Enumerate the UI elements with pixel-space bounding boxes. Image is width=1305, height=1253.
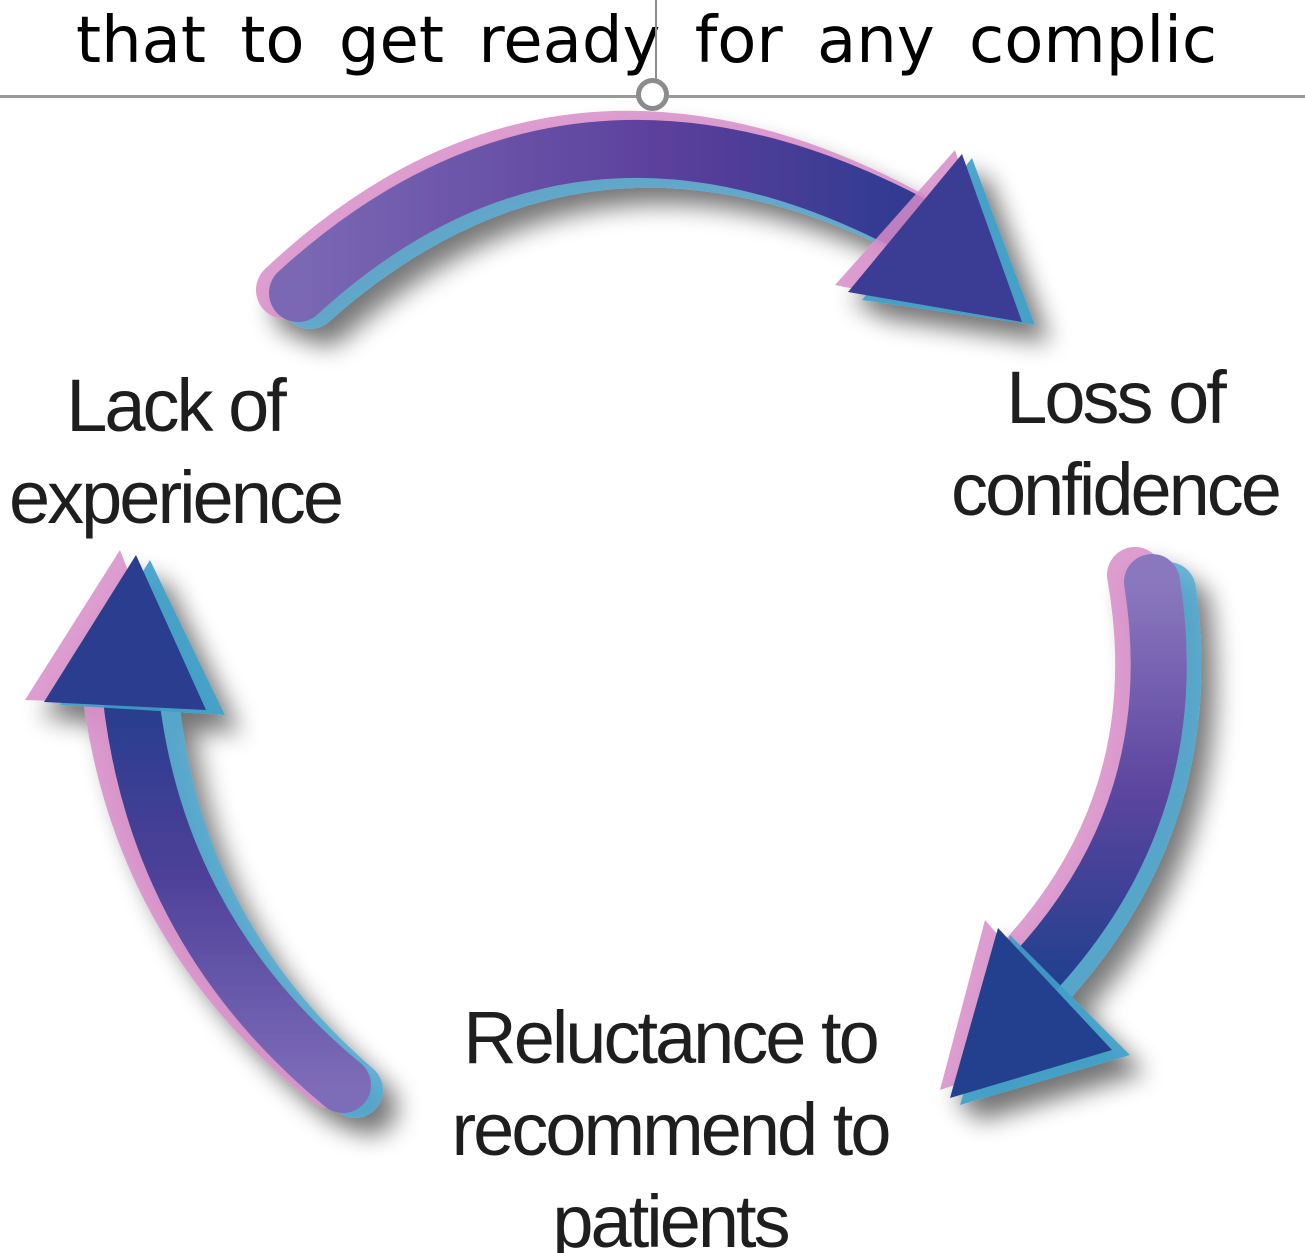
node-label-line: patients bbox=[552, 1180, 790, 1253]
document-text-line: that to get ready for any complic bbox=[76, 4, 1218, 78]
node-label-loss-of-confidence: Loss of confidence bbox=[915, 352, 1305, 536]
node-label-line: confidence bbox=[951, 448, 1282, 531]
node-label-line: recommend to bbox=[451, 1088, 892, 1171]
arrow-reluctance-to-lack bbox=[25, 550, 383, 1118]
arrow-loss-to-reluctance bbox=[940, 547, 1202, 1105]
rotation-handle[interactable] bbox=[636, 78, 669, 111]
node-label-line: Lack of bbox=[66, 364, 287, 447]
rotation-handle-stem bbox=[655, 0, 657, 80]
node-label-lack-of-experience: Lack of experience bbox=[0, 360, 390, 544]
arrow-lack-to-loss bbox=[256, 110, 1035, 329]
node-label-line: Reluctance to bbox=[463, 996, 880, 1079]
node-label-line: Loss of bbox=[1006, 356, 1227, 439]
node-label-reluctance: Reluctance to recommend to patients bbox=[400, 992, 940, 1253]
node-label-line: experience bbox=[8, 456, 344, 539]
